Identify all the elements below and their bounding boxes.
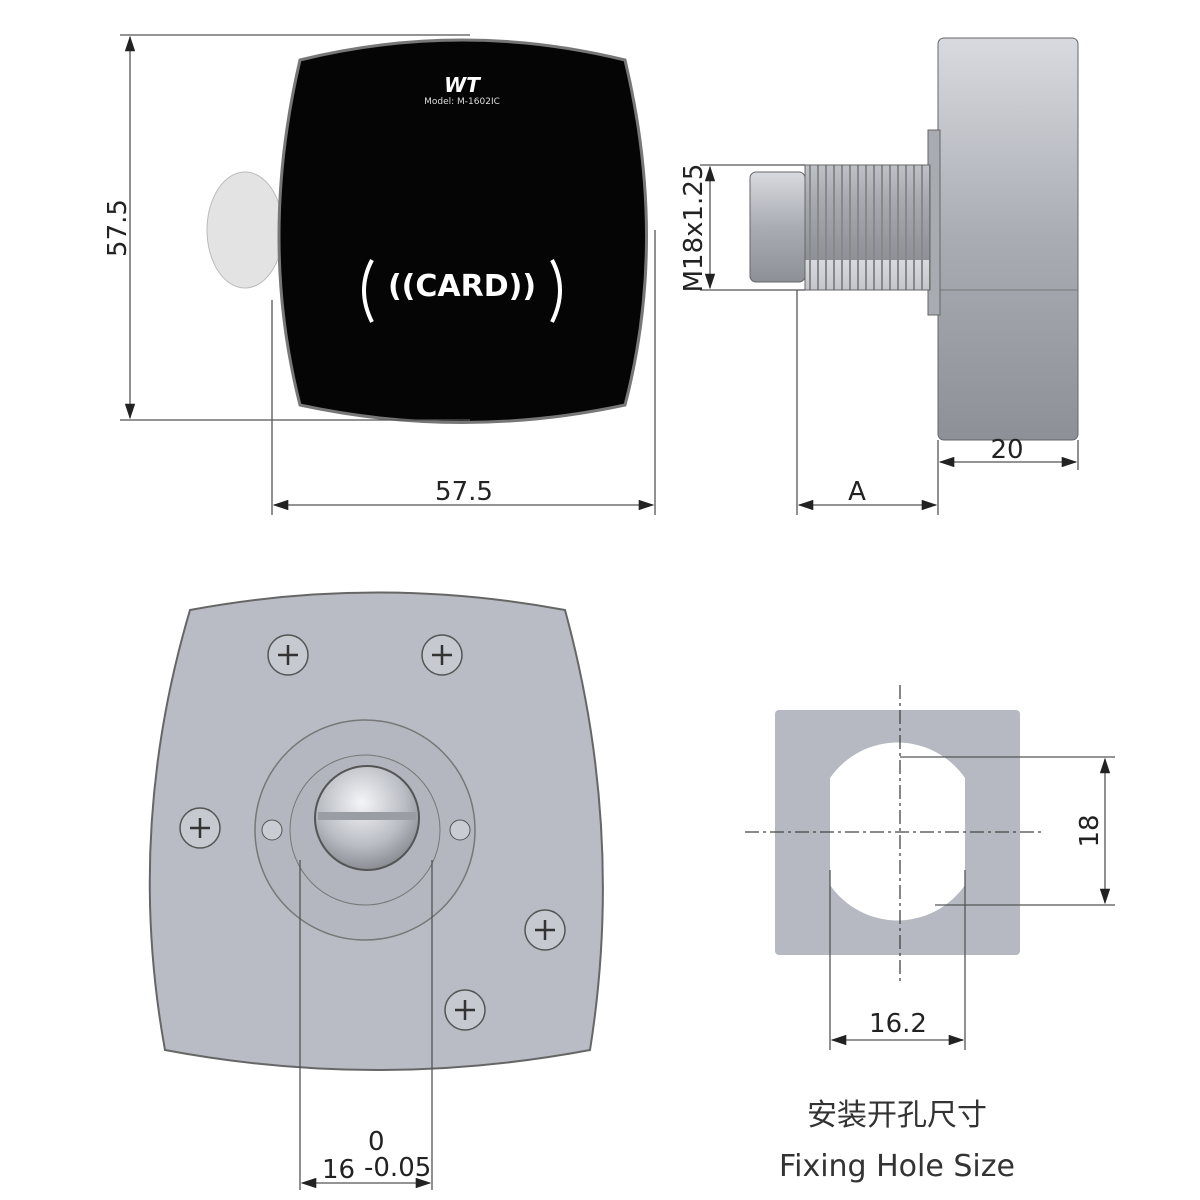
height-dimension: 57.5 [103,199,133,257]
model-label: Model: M-1602IC [424,97,500,107]
front-view: WT Model: M-1602IC ((CARD)) 57.5 57.5 [103,34,656,515]
rear-view: 16 0 -0.05 [148,591,604,1190]
body-depth-dimension: 20 [990,435,1023,465]
cam-width-dimension: 16 [322,1155,355,1185]
hole-height-dimension: 18 [1075,814,1105,847]
caption-english: Fixing Hole Size [779,1149,1015,1184]
cam-cap [749,171,806,283]
thread-dimension: M18x1.25 [679,164,709,293]
screw-icons [179,634,566,1031]
card-reader-panel [277,38,648,424]
threaded-shaft [804,164,931,291]
length-dimension: A [848,477,866,507]
tolerance-upper: 0 [368,1127,385,1157]
card-label: ((CARD)) [388,269,536,304]
tolerance-lower: -0.05 [364,1153,431,1183]
brand-logo: WT [444,73,481,97]
lock-body [937,37,1079,441]
caption-chinese: 安装开孔尺寸 [807,1098,987,1133]
side-view: M18x1.25 20 A [679,37,1079,515]
width-dimension: 57.5 [435,477,493,507]
fixing-hole-view: 18 16.2 安装开孔尺寸 Fixing Hole Size [745,685,1115,1184]
rfid-wave-icon [550,259,562,323]
hole-width-dimension: 16.2 [869,1009,927,1039]
rfid-wave-icon [362,259,374,323]
mount-hole [449,819,471,841]
side-knob [206,171,284,289]
mount-hole [261,819,283,841]
